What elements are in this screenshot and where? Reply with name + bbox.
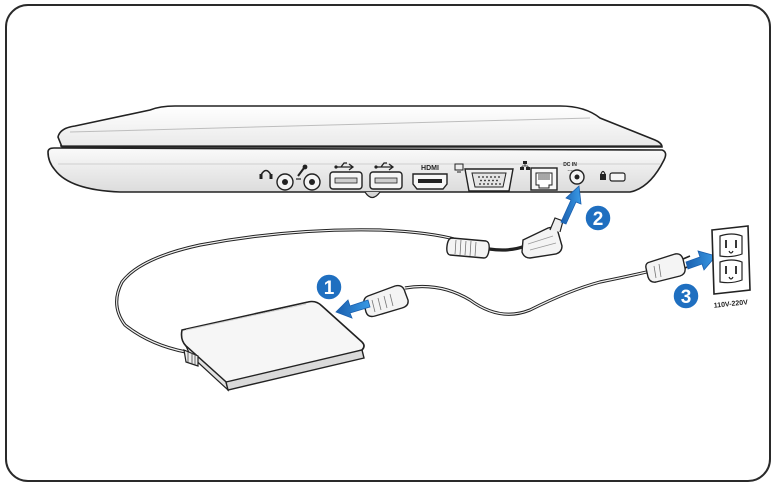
dc-in-symbol: --- (568, 168, 573, 174)
ferrite-core (446, 237, 490, 259)
hdmi-label: HDMI (421, 165, 439, 172)
headphone-jack (276, 173, 294, 191)
voltage-label: 110V-220V (713, 299, 748, 310)
laptop: HDMI (47, 105, 667, 199)
arrow-3 (685, 250, 717, 271)
dc-in-label: DC IN (563, 162, 577, 168)
arrow-1 (335, 299, 371, 319)
microphone-jack (303, 173, 321, 191)
wall-outlet (711, 225, 751, 295)
headphone-icon (259, 169, 273, 179)
step-badge-3: 3 (672, 282, 700, 310)
hdmi-port (412, 173, 448, 190)
step-badge-2: 2 (584, 204, 612, 232)
laptop-lid (57, 105, 663, 148)
network-icon (520, 161, 530, 170)
step-number-2: 2 (593, 209, 604, 230)
usb-icon (334, 162, 355, 171)
dc-in-port (569, 169, 585, 185)
step-number-3: 3 (681, 287, 692, 308)
usb-icon (374, 162, 395, 171)
kensington-lock-slot (609, 172, 626, 182)
usb-port-1 (329, 171, 363, 190)
lock-icon (600, 170, 606, 180)
microphone-icon (296, 164, 308, 180)
dc-plug (521, 217, 564, 259)
step-number-1: 1 (324, 278, 335, 299)
step-badge-1: 1 (315, 273, 343, 301)
power-adapter (180, 300, 365, 392)
monitor-icon (454, 163, 464, 173)
diagram-frame (5, 4, 771, 482)
lan-port (530, 167, 558, 191)
vga-port (464, 168, 514, 192)
usb-port-2 (369, 171, 403, 190)
arrow-2 (560, 185, 582, 225)
